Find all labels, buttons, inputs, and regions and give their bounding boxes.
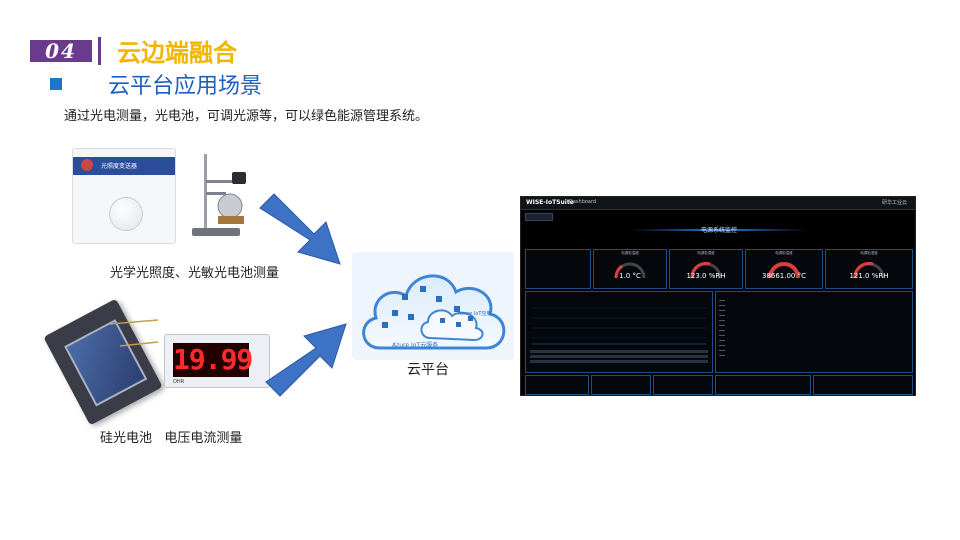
bottom-panel — [813, 375, 913, 395]
gauge-card: 电源柜湿度 121.0 %RH — [825, 249, 913, 289]
cloud-service-label: Azure IoT云服务 — [392, 342, 439, 349]
dashboard-breadcrumb: Dashboard — [569, 199, 597, 205]
photocell-leads-icon — [110, 319, 159, 347]
trend-chart-panel — [525, 291, 713, 373]
voltmeter-image: 19.99 OHR — [164, 334, 270, 388]
light-sensor-image: 光照度变送器 — [72, 148, 176, 244]
bottom-panel — [525, 375, 589, 395]
gauge-value: 123.0 %RH — [686, 272, 726, 280]
dashboard-brand: WISE-IoTSuite — [526, 199, 574, 206]
meter-unit: OHR — [173, 379, 185, 385]
gauge-card: 电源柜湿度 123.0 %RH — [669, 249, 743, 289]
azure-app-label: Azure IoT应用 — [458, 311, 492, 317]
dashboard-headline: 电源系统监控 — [700, 227, 737, 234]
section-number-badge: 04 — [30, 40, 92, 62]
brand-logo-icon — [81, 159, 93, 171]
page-title: 云边端融合 — [117, 39, 237, 67]
cloud-icon — [352, 252, 514, 360]
gauge-value: 121.0 %RH — [849, 272, 889, 280]
section-subtitle: 云平台应用场景 — [108, 74, 263, 99]
dashboard-back-button — [525, 213, 553, 221]
sensor-label: 光照度变送器 — [101, 163, 138, 170]
arrow-up-right-icon — [265, 323, 347, 397]
top-caption: 光学光照度、光敏光电池测量 — [110, 266, 280, 281]
title-divider — [98, 37, 101, 65]
bottom-caption: 硅光电池 电压电流测量 — [100, 431, 243, 446]
gauge-card: 电源柜温度 38661.00 °C — [745, 249, 823, 289]
gauge-value: 1.0 °C — [619, 272, 641, 280]
dashboard-screenshot: WISE-IoTSuite Dashboard 研华工业云 电源系统监控 电源柜… — [520, 196, 916, 396]
cloud-caption: 云平台 — [407, 362, 449, 378]
gauge-value: 38661.00 °C — [761, 272, 806, 280]
meter-reading: 19.99 — [173, 343, 253, 377]
bullet-square-icon — [50, 78, 62, 90]
gauge-card: 电源柜温度 1.0 °C — [593, 249, 667, 289]
bottom-panel — [653, 375, 713, 395]
optical-stand-image — [192, 154, 246, 236]
arrow-down-right-icon — [259, 193, 341, 265]
weather-card — [525, 249, 591, 289]
dashboard-right-label: 研华工业云 — [881, 200, 907, 206]
bottom-panel — [591, 375, 651, 395]
description-text: 通过光电测量，光电池，可调光源等，可以绿色能源管理系统。 — [64, 109, 429, 124]
bottom-panel — [715, 375, 811, 395]
event-list-panel — [715, 291, 913, 373]
